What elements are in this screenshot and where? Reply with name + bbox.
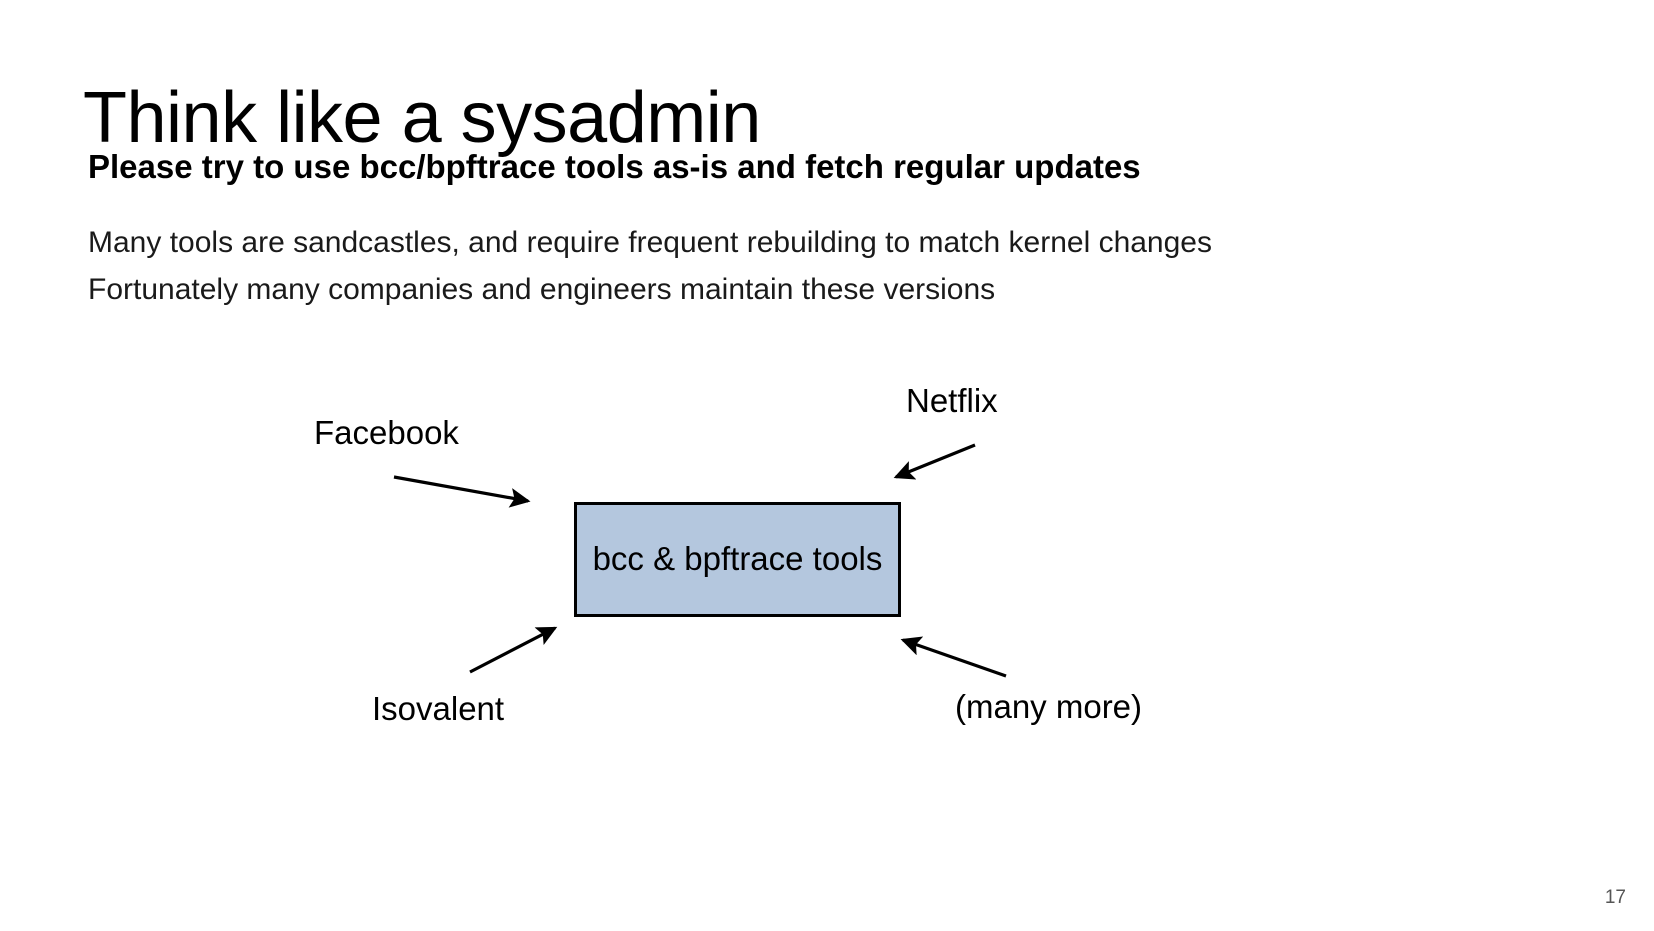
body-text-line-2: Fortunately many companies and engineers…: [88, 273, 996, 306]
page-title: Think like a sysadmin: [83, 78, 761, 159]
arrow-isovalent: [469, 626, 558, 674]
contributor-label-many-more: (many more): [955, 688, 1143, 725]
contributor-label-facebook: Facebook: [314, 414, 459, 451]
contributor-label-netflix: Netflix: [906, 382, 998, 419]
body-text-line-1: Many tools are sandcastles, and require …: [88, 226, 1212, 259]
arrow-netflix: [893, 443, 976, 480]
slide-subtitle: Please try to use bcc/bpftrace tools as-…: [88, 148, 1141, 185]
center-box-label: bcc & bpftrace tools: [592, 540, 883, 578]
page-number: 17: [1604, 887, 1626, 908]
arrow-many-more: [900, 636, 1007, 678]
arrow-facebook: [393, 475, 531, 508]
contributors-diagram: Facebook Netflix Isovalent (many more) b…: [0, 330, 1654, 780]
center-box: bcc & bpftrace tools: [574, 502, 901, 617]
contributor-label-isovalent: Isovalent: [372, 690, 505, 727]
